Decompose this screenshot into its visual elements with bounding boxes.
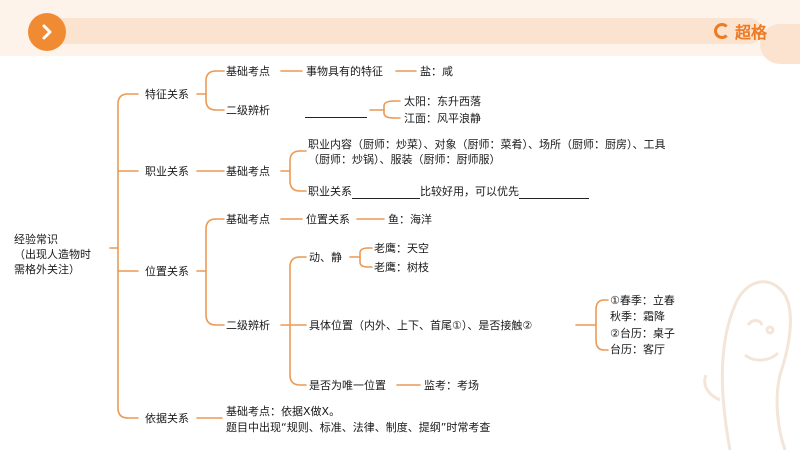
title-bar (40, 18, 762, 44)
node-position-relation: 位置关系 (145, 265, 189, 278)
logo: 超格 (714, 21, 768, 42)
node-feature-desc: 事物具有的特征 (306, 65, 383, 78)
node-feature-example: 盐：咸 (420, 65, 453, 78)
node-basis-basic: 基础考点：依据X做X。 (226, 405, 341, 418)
node-job-compare: 职业关系 比较好用，可以优先 (308, 184, 589, 199)
feature-blank (305, 103, 367, 118)
root-note-2: 需格外关注） (14, 263, 80, 276)
node-specific-position: 具体位置（内外、上下、首尾①）、是否接触② (309, 319, 533, 332)
node-unique-position: 是否为唯一位置 (309, 379, 386, 392)
node-basis-relation: 依据关系 (145, 412, 189, 425)
node-unique-example: 监考：考场 (424, 379, 479, 392)
node-position-desc: 位置关系 (306, 213, 350, 226)
node-feature-example-river: 江面：风平浪静 (404, 112, 481, 125)
node-motion-sky: 老鹰：天空 (374, 242, 429, 255)
node-motion-branch: 老鹰：树枝 (374, 261, 429, 274)
node-feature-basic: 基础考点 (226, 65, 270, 78)
logo-icon (714, 23, 730, 39)
note-autumn: 秋季：霜降 (610, 310, 665, 323)
node-feature-example-sun: 太阳：东升西落 (404, 95, 481, 108)
node-job-basic: 基础考点 (226, 165, 270, 178)
node-job-desc: 职业内容（厨师：炒菜）、对象（厨师：菜肴）、场所（厨师：厨房）、工具（厨师：炒锅… (308, 138, 666, 166)
chevron-right-icon[interactable] (28, 13, 66, 51)
node-job-relation: 职业关系 (145, 165, 189, 178)
node-position-example: 鱼：海洋 (388, 213, 432, 226)
node-motion: 动、静 (309, 251, 342, 264)
node-position-basic: 基础考点 (226, 213, 270, 226)
root-node: 经验常识 （出现人造物时 需格外关注） (14, 232, 91, 277)
node-basis-note: 题目中出现“规则、标准、法律、制度、提纲”时常考查 (226, 421, 491, 434)
root-title: 经验常识 (14, 233, 58, 246)
corner-decoration (760, 24, 800, 64)
root-note-1: （出现人造物时 (14, 248, 91, 261)
node-feature-secondary: 二级辨析 (226, 104, 270, 117)
node-position-secondary: 二级辨析 (226, 319, 270, 332)
note-calendar-desk: ②台历：桌子 (610, 327, 675, 340)
logo-text: 超格 (735, 23, 768, 42)
note-calendar-room: 台历：客厅 (610, 343, 665, 356)
job-compare-label: 职业关系 (308, 185, 352, 198)
job-compare-text: 比较好用，可以优先 (420, 185, 519, 198)
node-feature-relation: 特征关系 (145, 88, 189, 101)
mascot-decoration (703, 280, 792, 450)
note-spring: ①春季：立春 (610, 294, 675, 307)
